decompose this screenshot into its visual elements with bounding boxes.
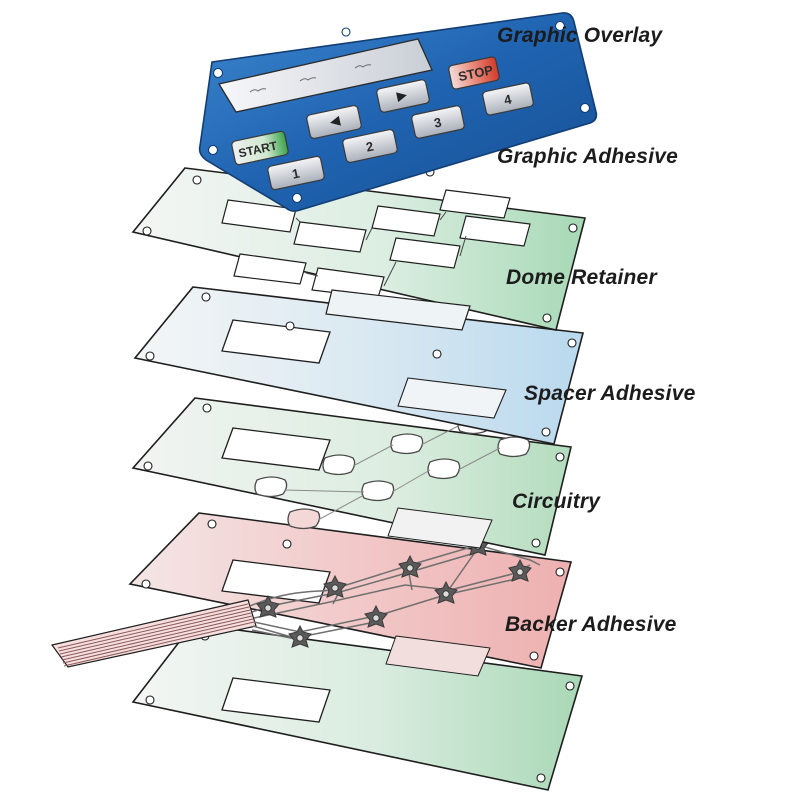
graphic-overlay-layer: STOP 4 3 2 START <box>198 12 598 212</box>
pad-icon <box>434 580 458 604</box>
layer-label-graphic-adhesive: Graphic Adhesive <box>497 145 678 168</box>
circuit-pads <box>256 532 532 648</box>
pad-icon <box>398 554 422 578</box>
left-arrow-key[interactable] <box>306 105 362 139</box>
layer-label-spacer-adhesive: Spacer Adhesive <box>524 382 696 405</box>
spacer-adhesive-layer <box>131 397 572 556</box>
pad-icon <box>288 624 312 648</box>
graphic-adhesive-layer <box>131 167 587 331</box>
layer-label-graphic-overlay: Graphic Overlay <box>497 24 663 47</box>
pad-icon <box>508 558 532 582</box>
layer-label-dome-retainer: Dome Retainer <box>506 266 657 289</box>
key-1-label: 1 <box>291 165 301 181</box>
layer-label-circuitry: Circuitry <box>512 490 601 513</box>
key-2[interactable]: 2 <box>342 129 398 163</box>
key-4[interactable]: 4 <box>482 82 534 116</box>
key-2-label: 2 <box>365 138 375 154</box>
circuitry-layer <box>50 512 573 677</box>
key-4-label: 4 <box>503 91 514 107</box>
stop-key-label: STOP <box>457 62 495 84</box>
key-1[interactable]: 1 <box>267 155 325 191</box>
display-window <box>217 38 433 113</box>
layer-label-backer-adhesive: Backer Adhesive <box>505 613 677 636</box>
stop-key[interactable]: STOP <box>448 56 500 90</box>
start-key[interactable]: START <box>231 130 289 166</box>
pad-icon <box>256 594 280 618</box>
adhesive-cutouts <box>221 189 531 331</box>
key-3-label: 3 <box>433 114 443 130</box>
key-3[interactable]: 3 <box>411 105 465 139</box>
left-arrow-icon <box>330 115 341 126</box>
pad-icon <box>323 574 347 598</box>
pad-icon <box>364 604 388 628</box>
right-arrow-key[interactable] <box>376 79 430 113</box>
right-arrow-icon <box>396 92 407 103</box>
circuit-tail <box>50 599 257 668</box>
